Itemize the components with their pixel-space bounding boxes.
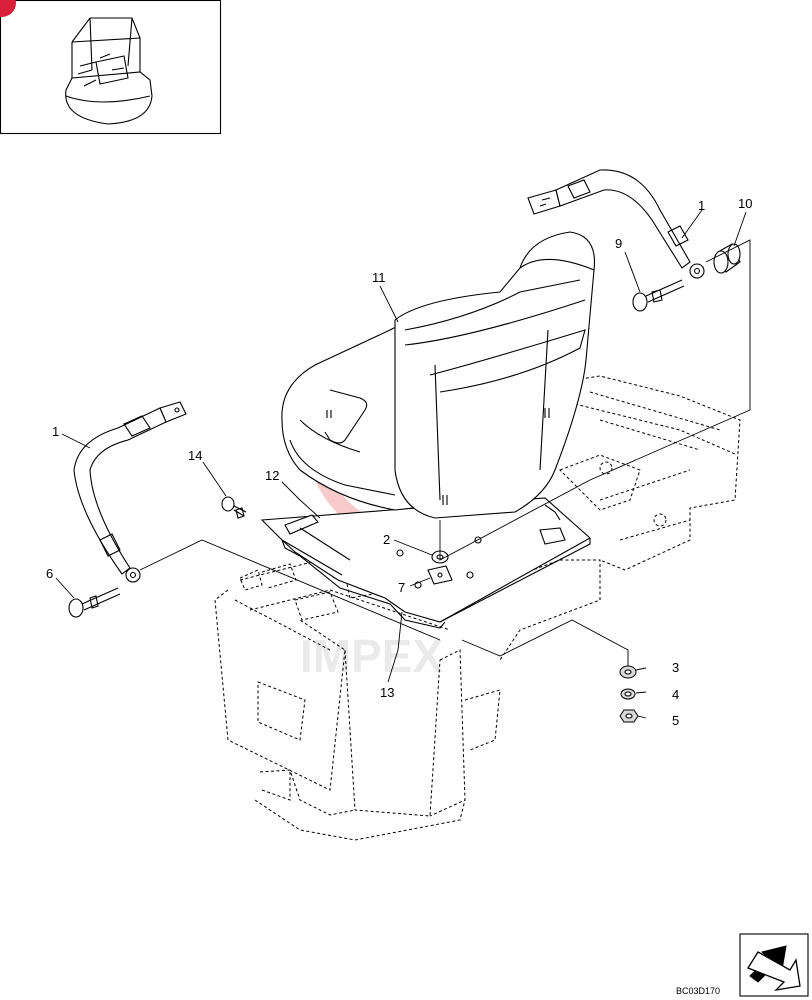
watermark-text: IMPEX [300,630,443,682]
part-label-1-left: 1 [52,424,59,439]
part-label-3: 3 [672,660,679,675]
seat-base-plate [260,497,591,629]
part-label-12: 12 [265,468,279,483]
leader-lines [55,209,751,719]
part-label-13: 13 [380,685,394,700]
spring-washer-4[interactable] [620,688,636,700]
part-label-2: 2 [383,532,390,547]
excavator-thumbnail-icon[interactable] [0,0,222,135]
part-label-9: 9 [615,236,622,251]
washer-3[interactable] [619,665,637,679]
seat-belt-left[interactable] [73,401,187,583]
part-label-7: 7 [398,580,405,595]
part-label-1-right: 1 [698,198,705,213]
nut-5[interactable] [619,709,639,723]
bolt-6[interactable] [68,587,121,618]
bolt-9[interactable] [632,279,685,312]
bolt-14[interactable] [221,496,247,519]
part-label-11: 11 [372,270,386,285]
corner-badge-icon [0,0,16,17]
part-label-5: 5 [672,713,679,728]
seat-belt-right[interactable] [527,169,705,279]
part-label-6: 6 [46,566,53,581]
part-label-4: 4 [672,687,679,702]
part-label-14: 14 [188,448,202,463]
collar-10[interactable] [713,243,741,274]
part-labels: 1 10 9 11 1 14 12 2 7 6 13 3 4 5 [46,196,752,728]
drawing-code: BC03D170 [676,986,720,996]
operator-seat[interactable] [281,231,596,519]
plate-7[interactable] [427,565,453,585]
part-label-10: 10 [738,196,752,211]
next-page-arrow-icon[interactable] [739,933,809,997]
